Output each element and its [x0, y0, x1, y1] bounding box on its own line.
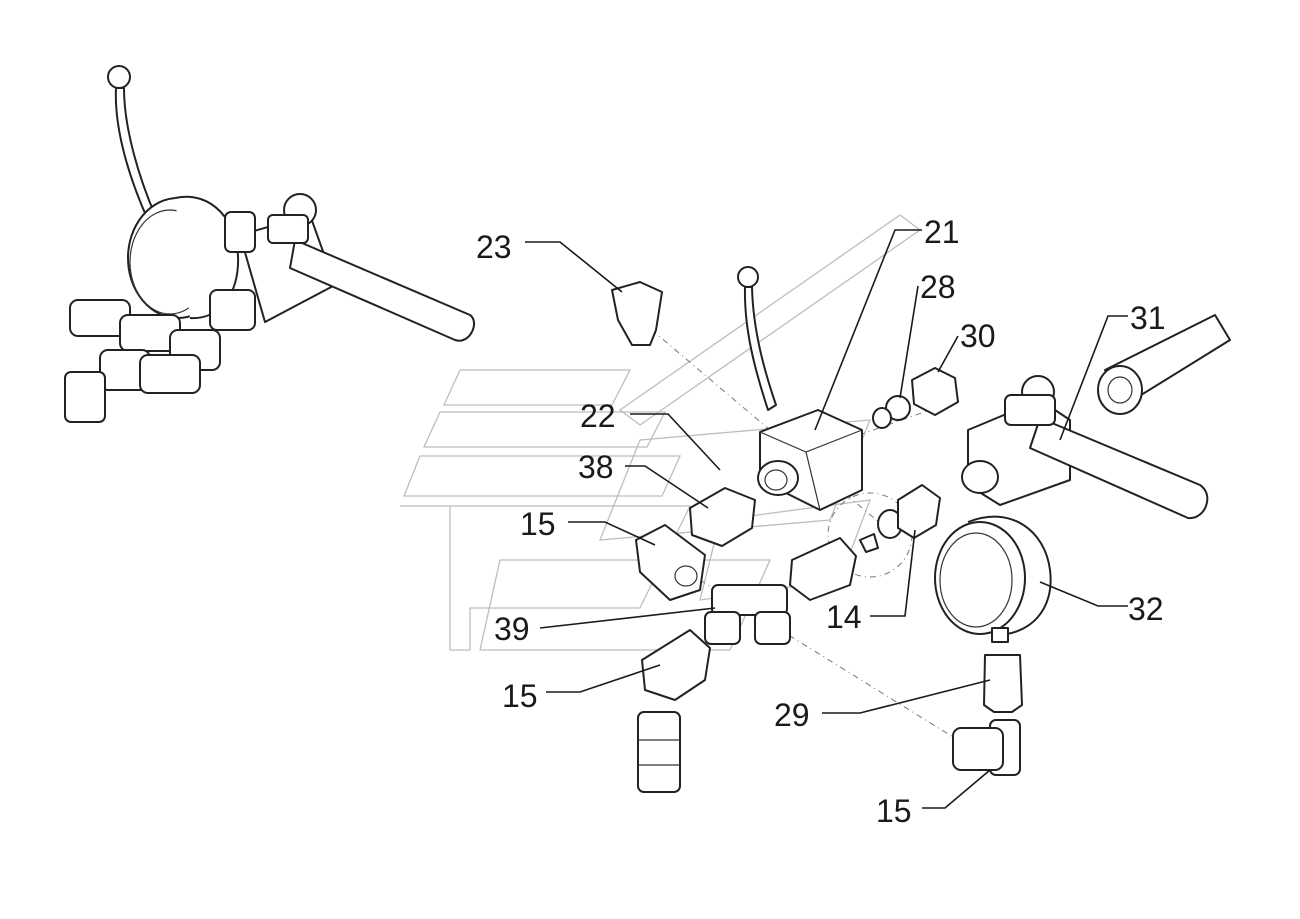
part-elbow-right: [952, 719, 1021, 776]
part-elbow-bottom: [637, 629, 711, 793]
leader-22: [630, 413, 721, 471]
leader-lines: [525, 229, 1128, 809]
part-nut: [911, 367, 959, 416]
leader-15b: [546, 664, 661, 693]
leader-14: [870, 529, 916, 617]
part-straight-fitting: [789, 537, 857, 601]
leader-31: [1059, 315, 1128, 441]
callout-labels: 23 21 28 30 31 22 38 15 39 14 32 15 29 1…: [476, 214, 1166, 829]
leader-38: [625, 465, 709, 509]
callout-31: 31: [1130, 300, 1166, 336]
leader-28: [899, 285, 919, 399]
leader-39: [539, 607, 716, 629]
callout-38: 38: [578, 449, 614, 485]
leader-15c: [922, 769, 991, 809]
leader-29: [822, 679, 991, 714]
callout-14: 14: [826, 599, 862, 635]
callout-30: 30: [960, 318, 996, 354]
assembled-valve-unit: [64, 65, 475, 423]
leader-23: [525, 241, 623, 293]
part-valve-body: [737, 266, 863, 511]
part-bracket: [611, 281, 663, 346]
callout-21: 21: [924, 214, 960, 250]
leader-30: [937, 335, 959, 373]
callout-15-lower-right: 15: [876, 793, 912, 829]
part-nipple: [872, 395, 911, 429]
part-connector: [689, 487, 756, 547]
part-pressure-gauge: [934, 515, 1052, 643]
callout-39: 39: [494, 611, 530, 647]
part-adaptor: [983, 654, 1023, 713]
callout-28: 28: [920, 269, 956, 305]
part-union-fitting: [859, 484, 941, 553]
leader-21: [814, 229, 922, 431]
callout-32: 32: [1128, 591, 1164, 627]
callout-22: 22: [580, 398, 616, 434]
callout-15-center-left: 15: [520, 506, 556, 542]
callout-15-lower-center: 15: [502, 678, 538, 714]
part-ball-valve: [961, 314, 1231, 520]
leader-15a: [568, 521, 656, 546]
leader-32: [1039, 581, 1128, 607]
part-tee: [704, 584, 791, 645]
callout-29: 29: [774, 697, 810, 733]
callout-23: 23: [476, 229, 512, 265]
